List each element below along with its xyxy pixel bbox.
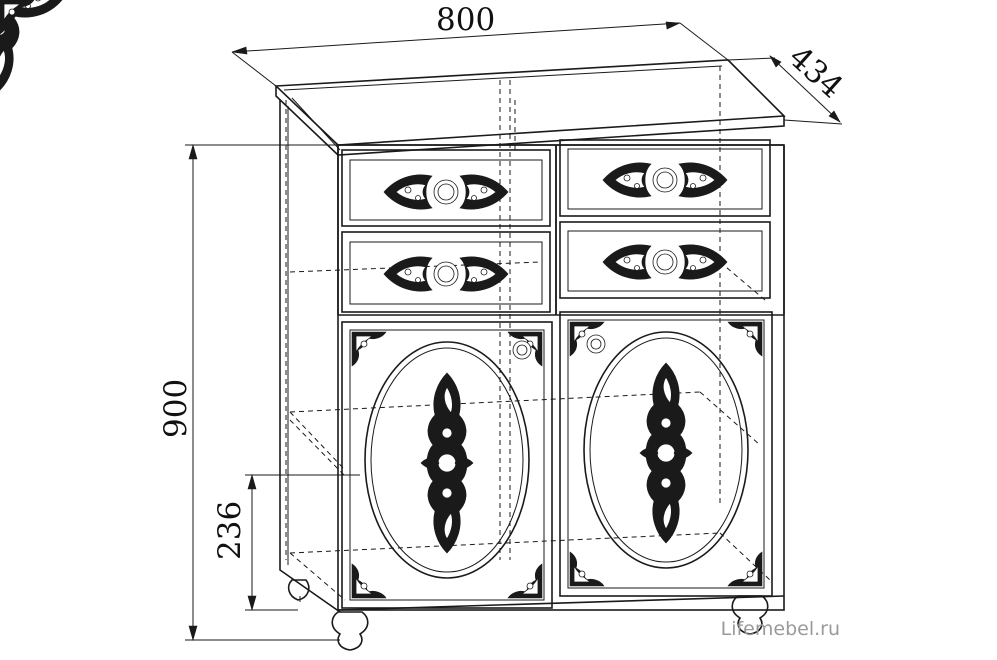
drawer-top-right — [559, 139, 771, 217]
corner-ornament-8 — [727, 551, 763, 587]
dimension-shelf-height: 236 — [212, 501, 248, 560]
drawer-bottom-right — [559, 221, 771, 299]
foot-back-left — [287, 579, 310, 601]
door-knob-right — [586, 334, 606, 354]
corner-ornament-3 — [351, 563, 387, 599]
front-frame — [337, 144, 785, 611]
corner-ornament-1 — [351, 331, 387, 367]
drawer-ornament-top-left — [383, 174, 509, 210]
dimension-height: 900 — [158, 379, 194, 438]
foot-front-left — [331, 611, 369, 651]
dimension-width: 800 — [436, 2, 495, 38]
dimension-lines — [185, 21, 843, 642]
side-panel — [279, 100, 341, 613]
drawer-ornament-bottom-left — [383, 256, 509, 292]
corner-ornament-7 — [569, 551, 605, 587]
door-knob-left — [512, 340, 532, 360]
corner-ornament-6 — [727, 321, 763, 357]
door-ornament-right — [639, 362, 693, 544]
door-left — [341, 321, 553, 609]
drawer-bottom-left — [341, 231, 551, 313]
watermark: Lifemebel.ru — [721, 618, 840, 640]
foot-front-right — [731, 595, 769, 635]
corner-ornament-4 — [507, 563, 543, 599]
drawer-ornament-bottom-right — [602, 244, 728, 280]
dimension-depth: 434 — [782, 39, 850, 105]
door-ornament-left — [420, 372, 474, 554]
door-corner-ornament — [0, 0, 35, 35]
door-right — [559, 311, 773, 597]
drawer-top-left — [341, 149, 551, 227]
drawer-ornament-top-right — [602, 162, 728, 198]
